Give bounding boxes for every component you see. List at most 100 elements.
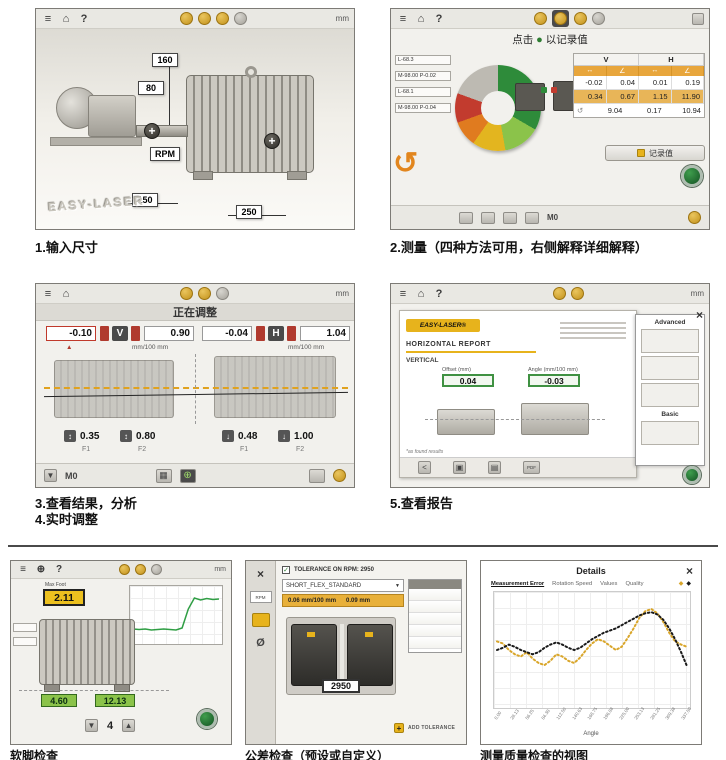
band-tool-icon[interactable]: [688, 211, 701, 224]
tab-quality[interactable]: Quality: [625, 581, 644, 587]
pdf-export-icon[interactable]: PDF: [523, 461, 540, 474]
values-icon[interactable]: [179, 287, 193, 300]
menu-icon[interactable]: ≡: [399, 12, 407, 25]
dimension-250-field[interactable]: 250: [236, 205, 262, 219]
target-icon[interactable]: [134, 564, 146, 575]
menu-icon[interactable]: ≡: [399, 287, 407, 300]
tool-icon[interactable]: [309, 468, 325, 483]
record-button-icon: [637, 149, 645, 157]
foot-counter: 4: [107, 719, 114, 732]
measure-icon[interactable]: [553, 12, 567, 25]
v-badge: V: [112, 326, 128, 341]
foot-result-value: 12.13: [95, 694, 135, 707]
dimension-80-field[interactable]: 80: [138, 81, 164, 95]
selected-tolerance-row[interactable]: 0.06 mm/100 mm 0.09 mm: [282, 594, 404, 607]
values-icon[interactable]: [533, 12, 547, 25]
values-icon[interactable]: [552, 287, 566, 300]
tolerance-icon[interactable]: [251, 613, 270, 627]
method-icon-2[interactable]: [481, 211, 495, 224]
share-icon[interactable]: <: [418, 461, 431, 474]
values-icon[interactable]: [179, 12, 193, 25]
help-icon[interactable]: ?: [435, 12, 443, 25]
tab-values[interactable]: Values: [600, 581, 618, 587]
add-tolerance-button[interactable]: + ADD TOLERANCE: [394, 723, 455, 733]
plus-icon: +: [394, 723, 404, 733]
rpm-field[interactable]: RPM: [150, 147, 180, 161]
tab-rotation-speed[interactable]: Rotation Speed: [552, 581, 593, 587]
caption-step5: 5.查看报告: [390, 496, 453, 511]
tolerance-table-row[interactable]: [409, 637, 461, 649]
method-icon-3[interactable]: [503, 211, 517, 224]
target-icon[interactable]: [197, 12, 211, 25]
legend-series2-icon: ◆: [686, 581, 691, 587]
home-icon[interactable]: ⌂: [417, 12, 425, 25]
target-icon[interactable]: [570, 287, 584, 300]
next-foot-icon[interactable]: ▲: [122, 719, 136, 732]
tab-measurement-error[interactable]: Measurement Error: [491, 581, 545, 587]
extra-tool-icon[interactable]: [150, 564, 162, 575]
angle-result-value: -0.03: [528, 374, 580, 387]
menu-icon[interactable]: ≡: [44, 287, 52, 300]
band-tool-icon[interactable]: [333, 469, 346, 482]
tolerance-checkbox[interactable]: ✓: [282, 566, 290, 574]
tolerance-table-row[interactable]: [409, 601, 461, 613]
basic-section-title: Basic: [661, 411, 679, 418]
toolbar-center: [450, 287, 687, 300]
home-icon[interactable]: ⌂: [417, 287, 425, 300]
menu-icon[interactable]: ≡: [20, 564, 26, 575]
yellow-marker: [307, 632, 315, 637]
target-view-icon[interactable]: ⊕: [179, 468, 196, 483]
home-icon[interactable]: ⌂: [62, 287, 70, 300]
add-dimension-button[interactable]: +: [144, 123, 160, 139]
tolerance-preset-dropdown[interactable]: SHORT_FLEX_STANDARD ▼: [282, 579, 404, 592]
report-template-thumbnail[interactable]: [641, 421, 699, 445]
toolbar-center: [450, 10, 688, 27]
collapse-icon[interactable]: ▼: [44, 469, 57, 482]
confirm-button[interactable]: [683, 466, 701, 484]
method-icon-4[interactable]: [525, 211, 539, 224]
rpm-chip[interactable]: RPM: [249, 591, 272, 603]
dimension-150-field[interactable]: 150: [132, 193, 158, 207]
target-icon[interactable]: ⊕: [36, 564, 46, 575]
machine-icon[interactable]: [215, 12, 229, 25]
help-icon[interactable]: ?: [55, 564, 63, 575]
tolerance-table-row[interactable]: [409, 589, 461, 601]
menu-icon[interactable]: ≡: [44, 12, 52, 25]
report-template-thumbnail[interactable]: [641, 383, 699, 407]
extra-tool-icon[interactable]: [233, 12, 247, 25]
extra-tool-icon[interactable]: [591, 12, 605, 25]
diameter-icon[interactable]: Ø: [256, 637, 265, 649]
machine-foot: [114, 684, 130, 692]
app-toolbar: ≡ ⌂ ?: [391, 9, 709, 29]
close-icon[interactable]: ×: [256, 567, 264, 581]
easylaser-logo: EASY-LASER®: [406, 319, 480, 332]
close-icon[interactable]: ×: [685, 564, 693, 578]
record-button[interactable]: [197, 709, 217, 729]
grid-view-icon[interactable]: ▦: [155, 468, 172, 483]
help-icon[interactable]: ?: [80, 12, 88, 25]
max-foot-value: 2.11: [43, 589, 85, 606]
rpm-value-field[interactable]: 2950: [322, 679, 360, 693]
method-icon-1[interactable]: [459, 211, 473, 224]
add-dimension-button[interactable]: +: [264, 133, 280, 149]
tolerance-table-row[interactable]: [409, 613, 461, 625]
prev-foot-icon[interactable]: ▼: [85, 719, 98, 732]
dimension-160-field[interactable]: 160: [152, 53, 178, 67]
print-icon[interactable]: ▤: [488, 461, 501, 474]
toolbar-right-icon[interactable]: [692, 12, 704, 25]
report-template-thumbnail[interactable]: [641, 356, 699, 380]
tolerance-table-row[interactable]: [409, 625, 461, 637]
max-foot-label: Max Foot: [45, 582, 66, 588]
report-template-thumbnail[interactable]: [641, 329, 699, 353]
back-arrow-icon[interactable]: ↺: [393, 147, 419, 180]
close-icon[interactable]: ×: [695, 308, 703, 322]
machine-icon[interactable]: [573, 12, 587, 25]
values-icon[interactable]: [118, 564, 130, 575]
extra-tool-icon[interactable]: [215, 287, 229, 300]
help-icon[interactable]: ?: [435, 287, 443, 300]
save-icon[interactable]: ▣: [453, 461, 466, 474]
target-icon[interactable]: [197, 287, 211, 300]
home-icon[interactable]: ⌂: [62, 12, 70, 25]
record-values-button[interactable]: 记录值: [605, 145, 705, 161]
record-measure-button[interactable]: [681, 165, 703, 187]
